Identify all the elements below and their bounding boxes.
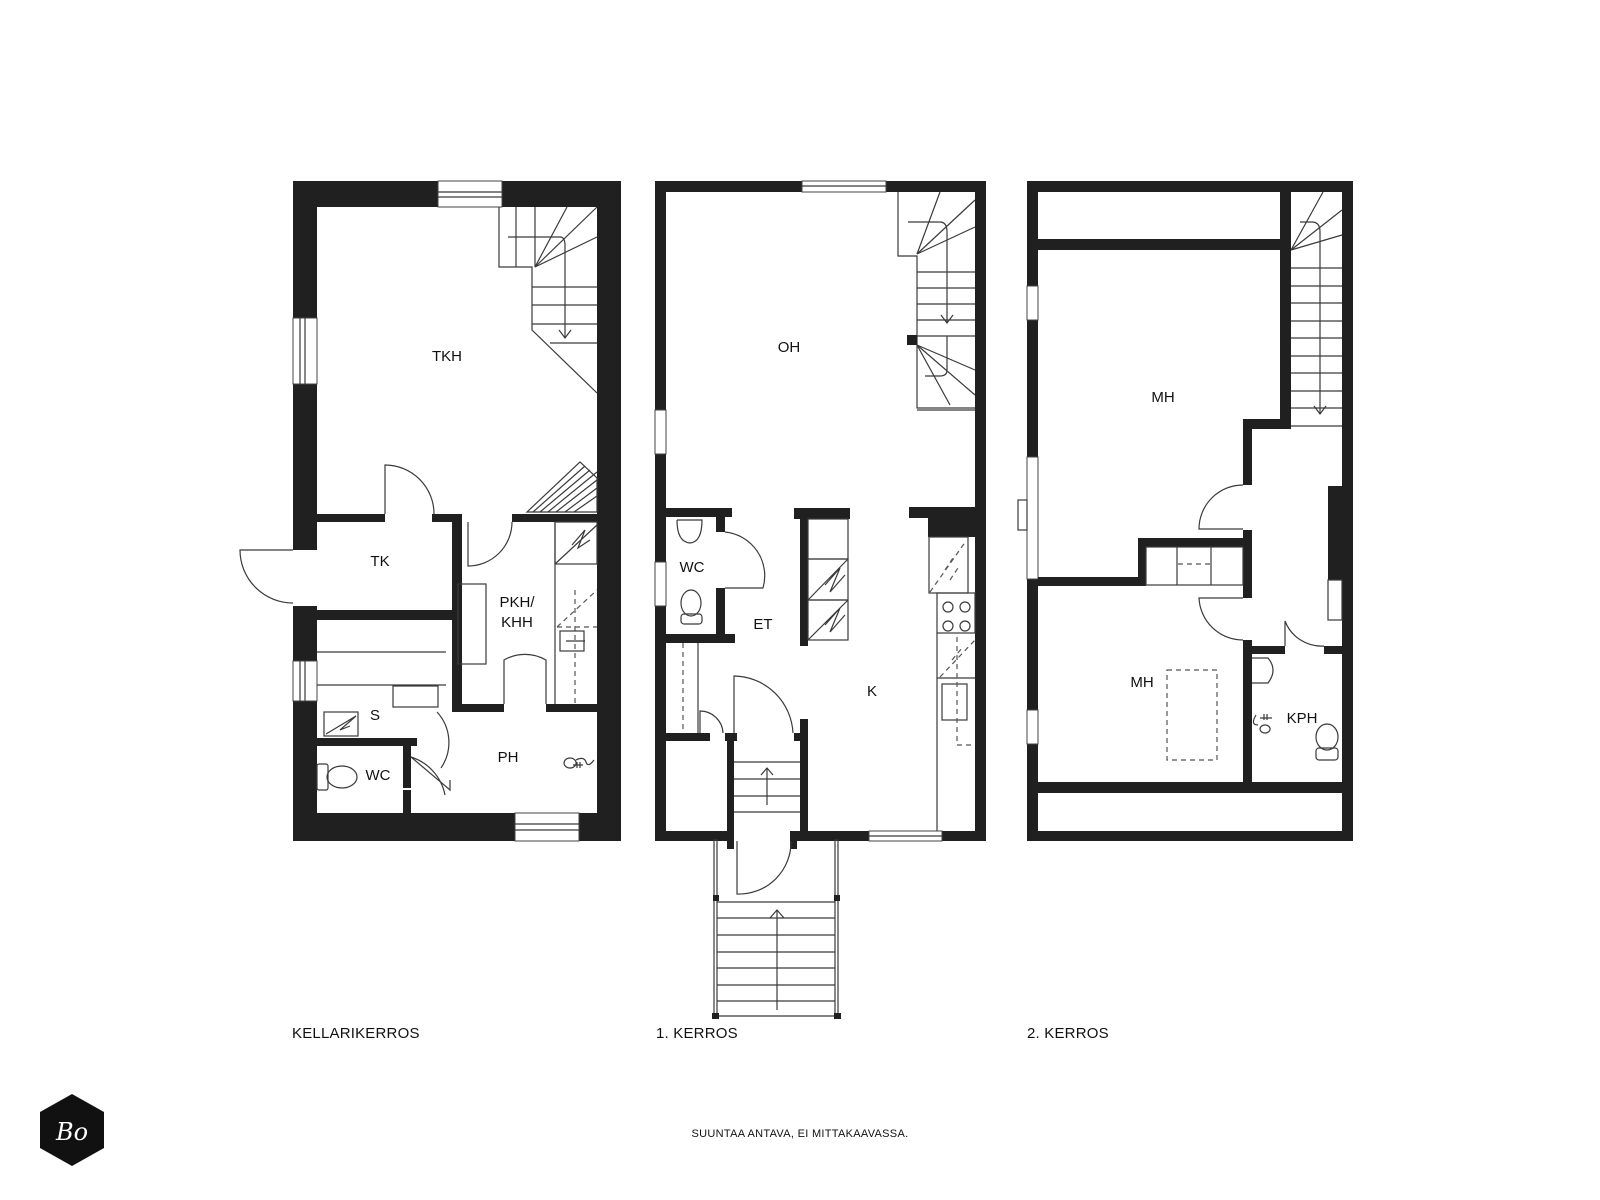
floor-caption-basement: KELLARIKERROS — [292, 1025, 420, 1042]
room-label-mh-2: MH — [1130, 674, 1153, 691]
room-label-tk: TK — [370, 553, 389, 570]
sauna-bench — [525, 461, 598, 513]
entrance-stairs — [712, 839, 841, 1019]
scale-disclaimer: SUUNTAA ANTAVA, EI MITTAKAAVASSA. — [691, 1128, 909, 1140]
room-label-s: S — [370, 707, 380, 724]
room-label-kph: KPH — [1287, 710, 1318, 727]
room-label-tkh: TKH — [432, 348, 462, 365]
room-label-wc: WC — [366, 767, 391, 784]
room-label-ph: PH — [498, 749, 519, 766]
room-label-pkh: PKH/ — [499, 594, 535, 611]
window-top — [437, 180, 503, 208]
floor-caption-first: 1. KERROS — [656, 1025, 738, 1042]
room-label-oh: OH — [778, 339, 801, 356]
room-label-khh: KHH — [501, 614, 533, 631]
room-label-wc-1: WC — [680, 559, 705, 576]
brand-logo: Bo — [40, 1094, 104, 1166]
logo-text: Bo — [55, 1118, 88, 1146]
room-label-mh-1: MH — [1151, 389, 1174, 406]
room-label-et: ET — [753, 616, 772, 633]
second-floor-plan: MH MH KPH — [1017, 181, 1353, 841]
room-label-k: K — [867, 683, 877, 700]
first-floor-plan: OH WC ET K — [654, 180, 986, 1019]
basement-floor-plan: TKH TK PKH/ KHH S WC PH — [239, 180, 621, 842]
floor-caption-second: 2. KERROS — [1027, 1025, 1109, 1042]
